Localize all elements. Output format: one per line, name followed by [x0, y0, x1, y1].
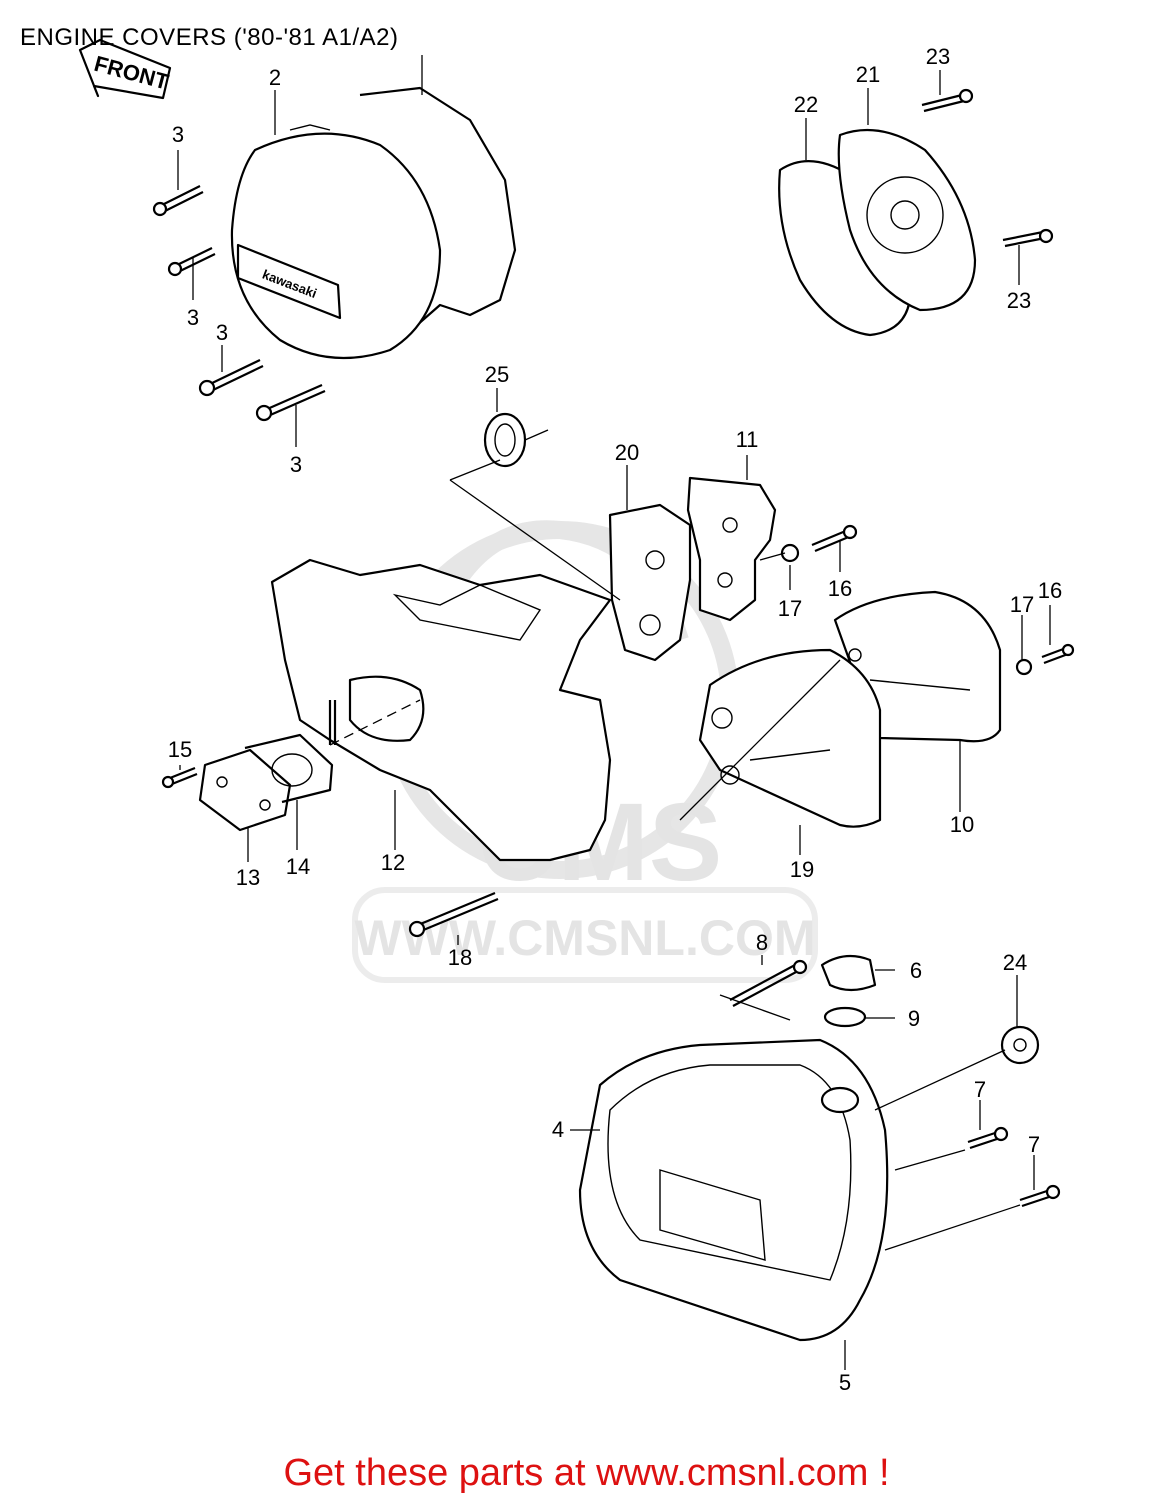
callout-16: 16 [1038, 578, 1062, 603]
callout-11: 11 [736, 427, 759, 452]
callout-12: 12 [381, 850, 405, 875]
callout-16: 16 [828, 576, 852, 601]
callout-22: 22 [794, 92, 818, 117]
callout-3: 3 [172, 122, 184, 147]
callout-18: 18 [448, 945, 472, 970]
callout-19: 19 [790, 857, 814, 882]
callout-7: 7 [1028, 1132, 1040, 1157]
callout-14: 14 [286, 854, 310, 879]
generator-cover: kawasaki [230, 86, 517, 360]
callout-7: 7 [974, 1077, 986, 1102]
assembly-lines [329, 459, 1021, 1251]
clutch-release-cover [778, 88, 1054, 337]
callout-2: 2 [269, 65, 281, 90]
callout-21: 21 [856, 62, 880, 87]
callout-15: 15 [168, 737, 192, 762]
callout-3: 3 [187, 305, 199, 330]
callout-10: 10 [950, 812, 974, 837]
callout-17: 17 [1010, 592, 1034, 617]
callout-9: 9 [908, 1006, 920, 1031]
oil-seal [483, 412, 549, 468]
callouts: 2 3 3 3 3 4 5 6 7 7 8 9 10 11 12 13 14 1… [168, 44, 1062, 1395]
footer-link[interactable]: Get these parts at www.cmsnl.com ! [283, 1452, 890, 1494]
bolts-3 [152, 185, 326, 422]
callout-20: 20 [615, 440, 639, 465]
bracket-plate [608, 476, 858, 662]
callout-17: 17 [778, 596, 802, 621]
watermark-url: WWW.CMSNL.COM [354, 910, 815, 966]
inspection-cap [161, 733, 334, 832]
callout-leaders [177, 55, 1051, 1370]
crankcase-cover [578, 954, 1061, 1342]
callout-23: 23 [1007, 288, 1031, 313]
callout-13: 13 [236, 865, 260, 890]
callout-25: 25 [485, 362, 509, 387]
chain-cover [698, 590, 1075, 828]
callout-3: 3 [216, 320, 228, 345]
bolt-18 [408, 891, 499, 938]
front-arrow: FRONT [78, 38, 172, 100]
sprocket-cover [270, 558, 612, 862]
callout-8: 8 [756, 930, 768, 955]
callout-5: 5 [839, 1370, 851, 1395]
callout-4: 4 [552, 1117, 564, 1142]
callout-6: 6 [910, 958, 922, 983]
diagram-title: ENGINE COVERS ('80-'81 A1/A2) [20, 24, 399, 51]
callout-23: 23 [926, 44, 950, 69]
callout-24: 24 [1003, 950, 1027, 975]
callout-3: 3 [290, 452, 302, 477]
